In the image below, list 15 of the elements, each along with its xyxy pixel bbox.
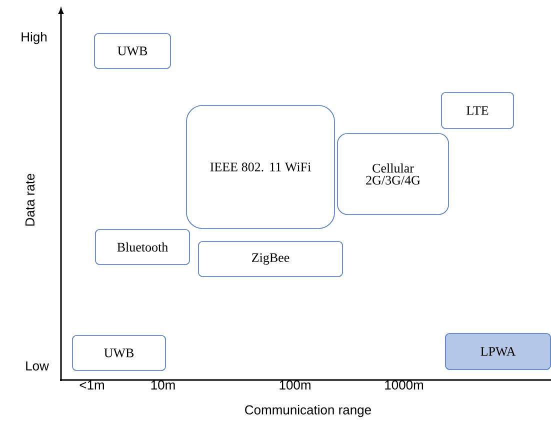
axis-title: Data rate: [25, 174, 35, 226]
tech-box: LPWA: [445, 333, 551, 370]
tech-box: ZigBee: [198, 241, 343, 277]
tech-box: Bluetooth: [95, 229, 190, 265]
axis-label: Low: [26, 361, 49, 371]
tech-box: IEEE 802. 11 WiFi: [186, 105, 335, 229]
tech-box: UWB: [72, 335, 166, 371]
tech-box: LTE: [441, 92, 514, 129]
tick-label: 100m: [280, 380, 310, 390]
tick-label: 10m: [151, 380, 175, 390]
tech-box: UWB: [94, 33, 171, 69]
axis-title: Communication range: [245, 404, 371, 418]
axis-label: High: [22, 32, 47, 44]
tech-box: Cellular 2G/3G/4G: [337, 133, 449, 215]
tick-label: 1000m: [385, 380, 424, 390]
